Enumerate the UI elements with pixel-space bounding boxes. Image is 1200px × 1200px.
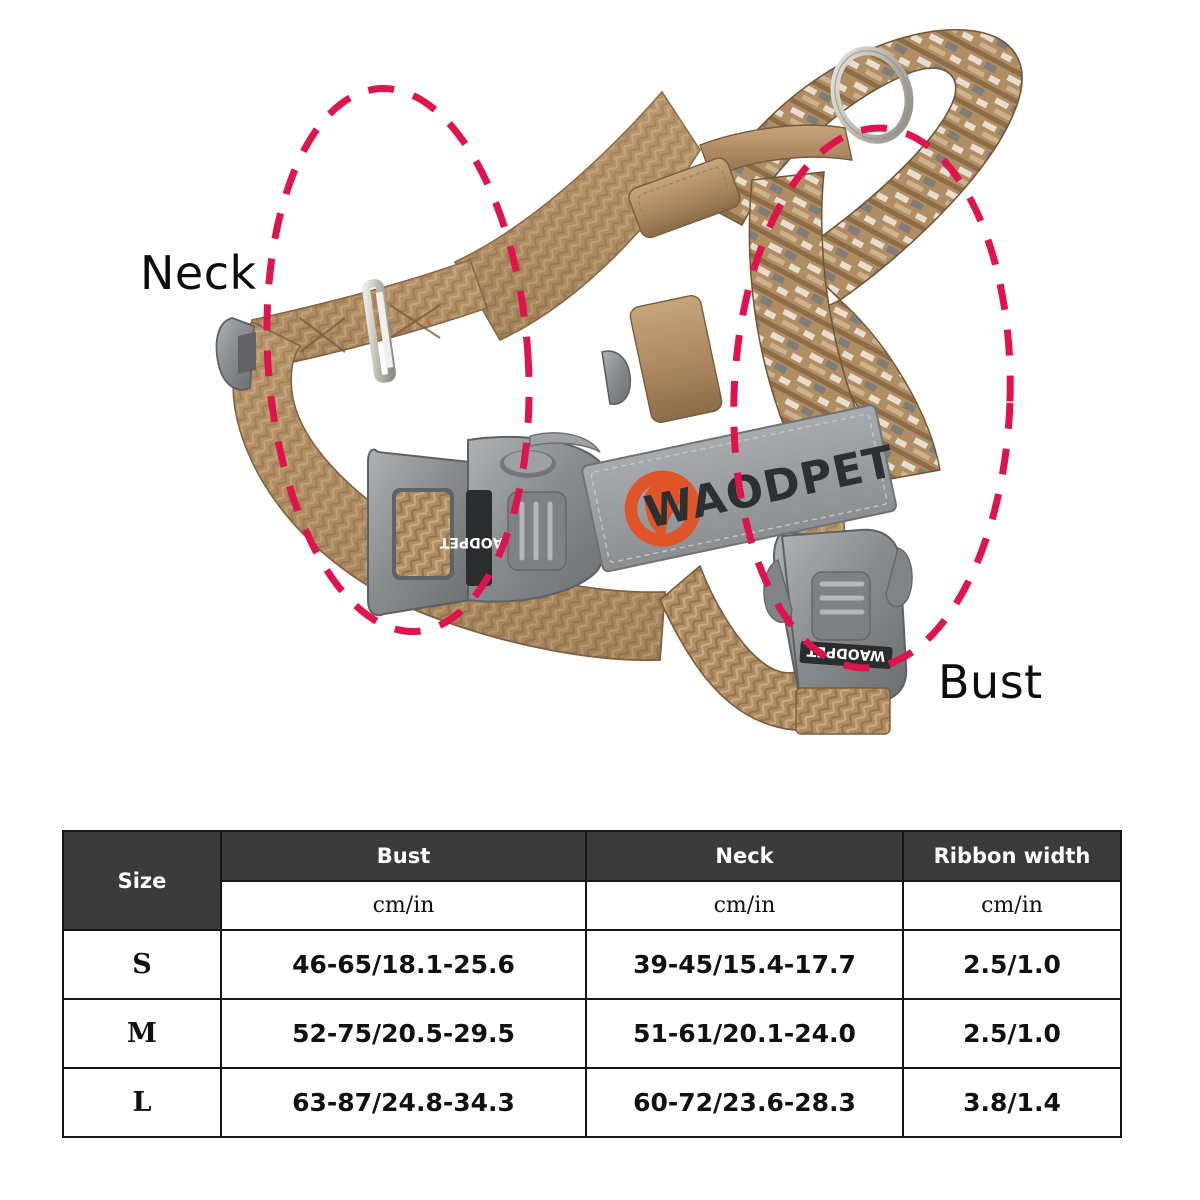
dog-harness-graphic: WAODPET WAODPET — [215, 29, 1023, 735]
header-bust: Bust — [220, 830, 587, 882]
bust-callout-label: Bust — [938, 655, 1043, 709]
neck-callout-label: Neck — [140, 246, 257, 300]
measurement-ellipse-bust — [730, 124, 1014, 672]
cell-bust: 46-65/18.1-25.6 — [220, 929, 587, 1000]
cell-size: S — [62, 929, 222, 1000]
table-row: M 52-75/20.5-29.5 51-61/20.1-24.0 2.5/1.… — [62, 998, 1122, 1069]
table-header-row-2: cm/in cm/in cm/in — [63, 880, 1122, 931]
harness-keeper-tab — [628, 157, 741, 239]
table-header-row-1: Size Bust Neck Ribbon width — [62, 830, 1122, 931]
measurement-ellipse-neck — [263, 85, 533, 635]
cell-neck: 39-45/15.4-17.7 — [585, 929, 904, 1000]
buckle-right: WAODPET — [763, 528, 913, 735]
strap-clip-mid — [601, 350, 632, 405]
table-row: L 63-87/24.8-34.3 60-72/23.6-28.3 3.8/1.… — [62, 1067, 1122, 1138]
unit-ribbon-width: cm/in — [902, 880, 1122, 931]
metal-slider-icon — [362, 279, 396, 383]
cell-ribbon: 2.5/1.0 — [902, 998, 1122, 1069]
table-row: S 46-65/18.1-25.6 39-45/15.4-17.7 2.5/1.… — [62, 929, 1122, 1000]
cell-neck: 51-61/20.1-24.0 — [585, 998, 904, 1069]
header-neck: Neck — [585, 830, 904, 882]
product-illustration: WAODPET WAODPET — [140, 29, 1043, 735]
unit-bust: cm/in — [220, 880, 587, 931]
size-chart: Size Bust Neck Ribbon width cm/in cm/in … — [62, 830, 1122, 1138]
buckle-right-brand-text: WAODPET — [806, 642, 886, 663]
buckle-left: WAODPET — [367, 432, 610, 617]
cell-size: M — [62, 998, 222, 1069]
cell-neck: 60-72/23.6-28.3 — [585, 1067, 904, 1138]
d-ring-icon — [830, 46, 914, 144]
cell-bust: 63-87/24.8-34.3 — [220, 1067, 587, 1138]
harness-keeper-tab-2 — [629, 294, 723, 424]
buckle-left-brand-text: WAODPET — [439, 534, 518, 550]
header-ribbon-width: Ribbon width — [902, 830, 1122, 882]
cell-ribbon: 3.8/1.4 — [902, 1067, 1122, 1138]
unit-neck: cm/in — [585, 880, 904, 931]
cell-ribbon: 2.5/1.0 — [902, 929, 1122, 1000]
d-ring-tab — [699, 124, 853, 179]
strap-clip-left — [215, 317, 256, 391]
cell-size: L — [62, 1067, 222, 1138]
size-chart-table: Size Bust Neck Ribbon width cm/in cm/in … — [62, 830, 1122, 1138]
waodpet-logo-icon — [624, 470, 701, 547]
header-size: Size — [62, 830, 222, 931]
cell-bust: 52-75/20.5-29.5 — [220, 998, 587, 1069]
